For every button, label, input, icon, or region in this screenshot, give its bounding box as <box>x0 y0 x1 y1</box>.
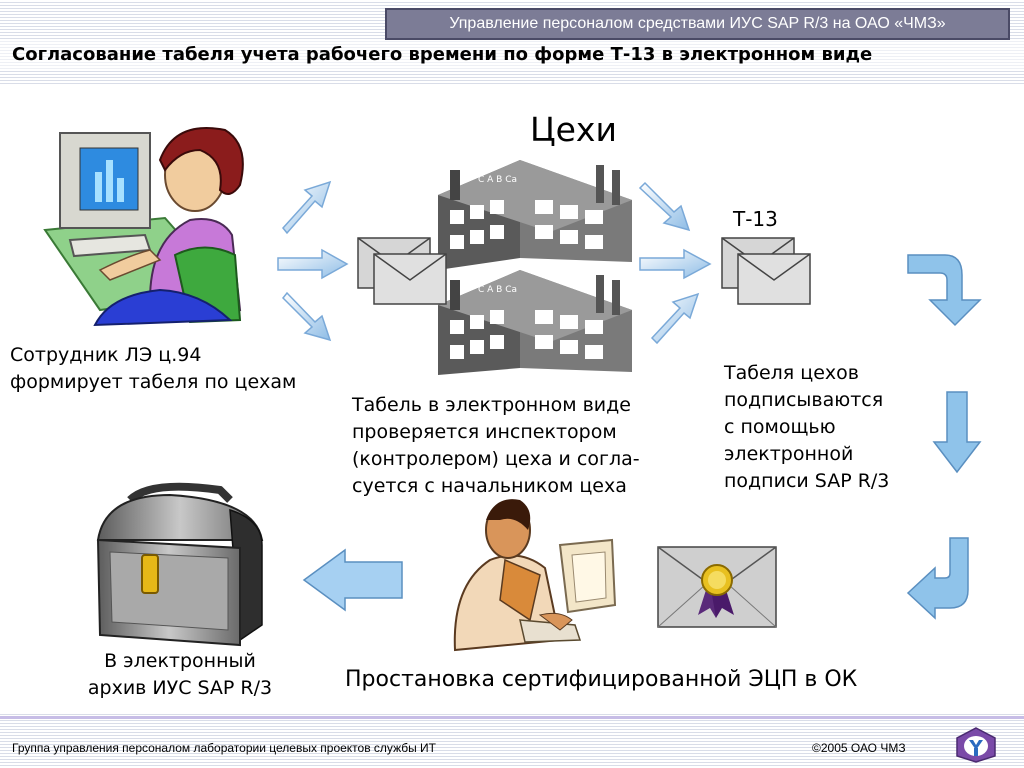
archive-chest-icon <box>96 482 264 647</box>
company-logo-icon <box>956 727 996 763</box>
curved-arrow-icon-down <box>907 254 982 327</box>
ecp-caption: Простановка сертифицированной ЭЦП в ОК <box>345 667 858 692</box>
arrow-icon-left <box>302 548 403 612</box>
arrow-icon-up-right-2 <box>650 292 700 345</box>
employee-at-computer-icon <box>43 127 244 327</box>
employee-caption: Сотрудник ЛЭ ц.94 формирует табеля по це… <box>10 344 297 393</box>
footer-divider <box>0 716 1024 719</box>
slide-title: Согласование табеля учета рабочего време… <box>12 44 873 65</box>
factory-icon-bottom <box>438 270 632 375</box>
factory-sign-bottom: С А В Са <box>478 285 517 295</box>
title-bar <box>0 40 1024 70</box>
footer-left-text: Группа управления персоналом лаборатории… <box>12 741 437 755</box>
inspector-caption: Табель в электронном виде проверяется ин… <box>352 394 640 497</box>
footer-stripes <box>0 712 1024 768</box>
arrow-icon-down-right-2 <box>638 181 691 232</box>
archive-caption: В электронный архив ИУС SAP R/3 <box>87 650 273 699</box>
envelope-icon-left <box>357 237 447 305</box>
diagram-canvas: С А В Са С А В Са <box>43 127 982 652</box>
curved-arrow-icon-left <box>906 537 969 620</box>
envelope-icon-t13 <box>721 237 811 305</box>
factory-sign-top: С А В Са <box>478 175 517 185</box>
arrow-icon-down <box>932 391 982 474</box>
footer-copyright: ©2005 ОАО ЧМЗ <box>812 741 906 755</box>
signed-caption: Табеля цехов подписываются с помощью эле… <box>724 362 890 492</box>
certified-envelope-icon <box>657 546 777 628</box>
signing-man-icon <box>453 499 617 652</box>
arrow-icon-right-2 <box>639 248 712 280</box>
arrow-icon-up-right <box>282 180 332 235</box>
factory-icon-top <box>438 160 632 270</box>
header-banner: Управление персоналом средствами ИУС SAP… <box>385 8 1010 40</box>
arrow-icon-down-right <box>281 291 332 342</box>
header-banner-text: Управление персоналом средствами ИУС SAP… <box>449 15 946 32</box>
workshops-title: Цехи <box>530 110 617 149</box>
t13-label: Т-13 <box>733 207 778 231</box>
arrow-icon-right <box>277 248 349 280</box>
